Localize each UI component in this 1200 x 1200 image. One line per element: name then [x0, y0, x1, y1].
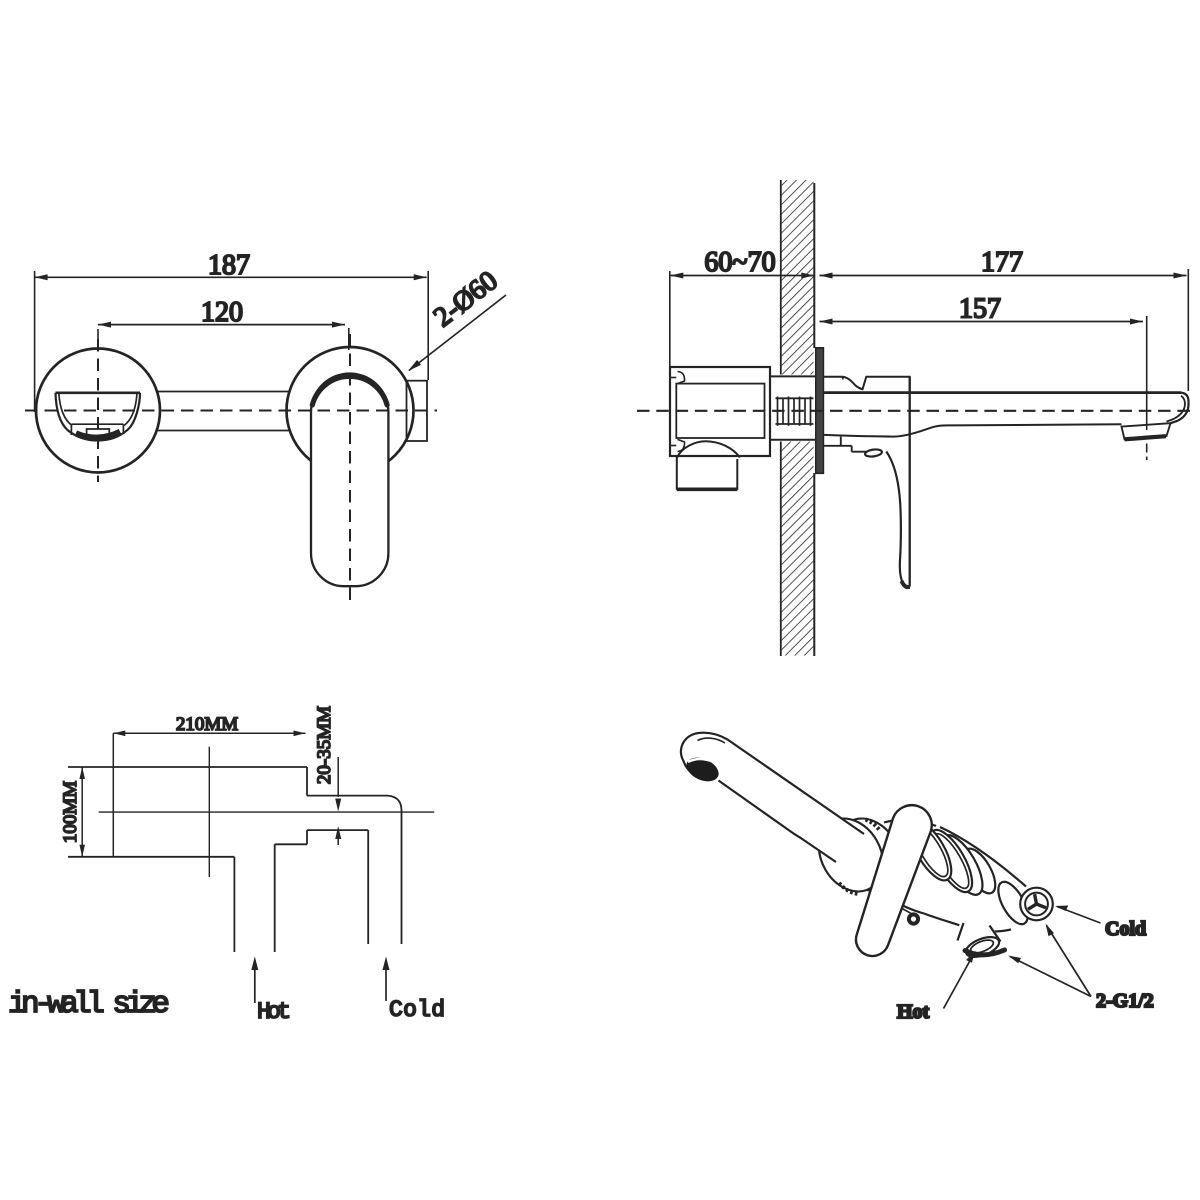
svg-text:157: 157 [959, 294, 1001, 325]
svg-text:Hot: Hot [897, 1001, 930, 1023]
svg-text:Hot: Hot [257, 999, 291, 1025]
svg-text:187: 187 [208, 250, 250, 281]
svg-text:210MM: 210MM [176, 714, 238, 735]
svg-text:177: 177 [981, 247, 1023, 278]
svg-text:100MM: 100MM [60, 781, 81, 843]
svg-text:Cold: Cold [1105, 918, 1146, 940]
svg-text:60~70: 60~70 [704, 247, 775, 278]
svg-text:in-wall size: in-wall size [8, 987, 170, 1022]
svg-text:120: 120 [201, 297, 243, 328]
svg-text:2-G1/2: 2-G1/2 [1096, 990, 1154, 1012]
svg-text:Cold: Cold [389, 997, 445, 1023]
svg-text:20-35MM: 20-35MM [314, 706, 335, 784]
